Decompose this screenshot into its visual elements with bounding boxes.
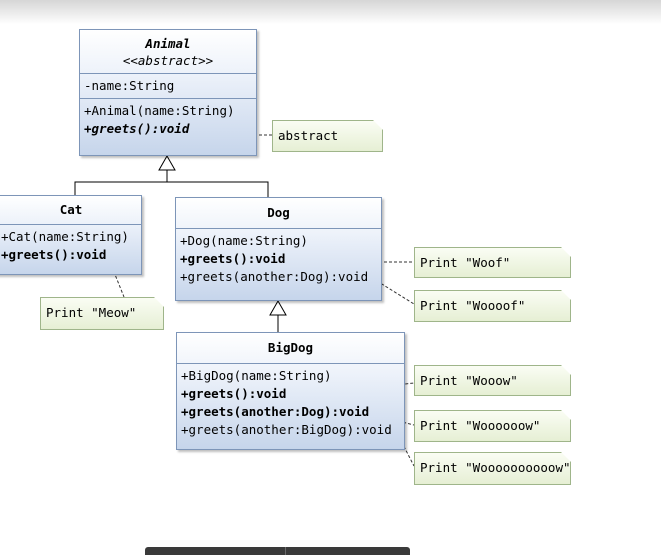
class-bigdog: BigDog +BigDog(name:String) +greets():vo… [176, 332, 405, 450]
op-cat-constructor: +Cat(name:String) [1, 229, 129, 244]
class-name-cat: Cat [59, 202, 83, 217]
toolbar-divider [285, 547, 286, 555]
op-dog-constructor: +Dog(name:String) [180, 233, 308, 248]
operations-section: +Dog(name:String) +greets():void +greets… [176, 228, 381, 289]
bottom-toolbar [145, 547, 410, 555]
note-abstract: abstract [272, 120, 383, 152]
inheritance-arrow-dog [269, 299, 287, 316]
class-name-bigdog: BigDog [267, 340, 314, 355]
op-animal-constructor: +Animal(name:String) [84, 103, 235, 118]
note-wooow: Print "Wooow" [414, 365, 571, 396]
op-bigdog-greets: +greets():void [181, 386, 287, 401]
inheritance-arrow-animal [158, 154, 176, 171]
note-meow: Print "Meow" [40, 297, 164, 330]
note-woooof: Print "Woooof" [414, 290, 571, 322]
op-dog-greets: +greets():void [180, 251, 286, 266]
note-woooooow: Print "Woooooow" [414, 410, 571, 442]
class-animal: Animal <<abstract>> -name:String +Animal… [79, 29, 257, 156]
op-bigdog-greets-dog: +greets(another:Dog):void [181, 404, 370, 419]
window-top-bar [0, 0, 661, 24]
operations-section: +BigDog(name:String) +greets():void +gre… [177, 363, 404, 442]
class-dog: Dog +Dog(name:String) +greets():void +gr… [175, 197, 382, 301]
op-bigdog-greets-bigdog: +greets(another:BigDog):void [181, 422, 392, 437]
attributes-section: -name:String [80, 73, 256, 98]
op-bigdog-constructor: +BigDog(name:String) [181, 368, 332, 383]
note-woooooooooow: Print "Woooooooooow" [414, 452, 571, 485]
op-dog-greets-dog: +greets(another:Dog):void [180, 269, 369, 284]
note-woof: Print "Woof" [414, 247, 571, 278]
class-name-animal: Animal [145, 36, 191, 51]
class-cat: Cat +Cat(name:String) +greets():void [0, 195, 142, 275]
inheritance-line-cat-dog [74, 181, 269, 197]
op-cat-greets: +greets():void [1, 247, 107, 262]
class-name-dog: Dog [267, 205, 290, 220]
operations-section: +Animal(name:String) +greets():void [80, 98, 256, 141]
attribute-name: -name:String [84, 78, 175, 93]
op-animal-greets: +greets():void [84, 121, 190, 136]
stereotype-abstract: <<abstract>> [122, 53, 214, 68]
operations-section: +Cat(name:String) +greets():void [0, 224, 141, 267]
note-link-woooof [376, 280, 415, 305]
